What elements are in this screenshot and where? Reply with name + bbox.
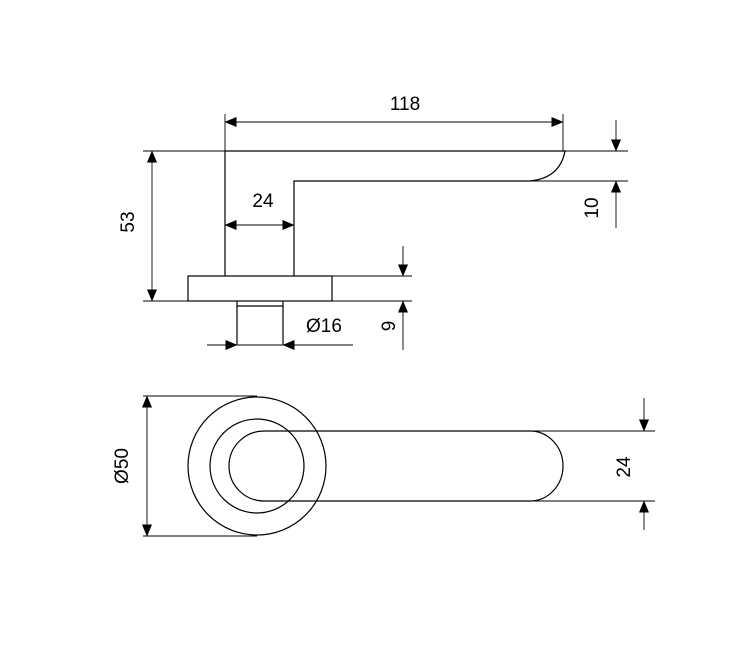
dim-label-16: Ø16 bbox=[306, 316, 342, 337]
dim-label-neck-24: 24 bbox=[252, 191, 274, 212]
extension-lines-top bbox=[143, 395, 655, 537]
dim-label-118: 118 bbox=[390, 94, 420, 115]
lever-top-outline bbox=[228, 430, 564, 502]
dim-label-9: 9 bbox=[379, 321, 400, 332]
rose-inner-circle bbox=[209, 418, 305, 514]
dim-label-width-24: 24 bbox=[614, 456, 635, 478]
spindle-side bbox=[236, 301, 284, 345]
top-view: Ø50 24 bbox=[112, 395, 655, 537]
lever-side-outline bbox=[224, 150, 566, 276]
side-view: 118 24 53 10 9 Ø16 bbox=[118, 94, 628, 350]
dim-label-50: Ø50 bbox=[112, 448, 133, 484]
dim-label-10: 10 bbox=[582, 197, 603, 218]
extension-lines-side bbox=[143, 114, 628, 346]
dim-label-53: 53 bbox=[118, 211, 139, 232]
rose-plate-side bbox=[187, 275, 333, 302]
rose-outer-circle bbox=[187, 396, 327, 536]
